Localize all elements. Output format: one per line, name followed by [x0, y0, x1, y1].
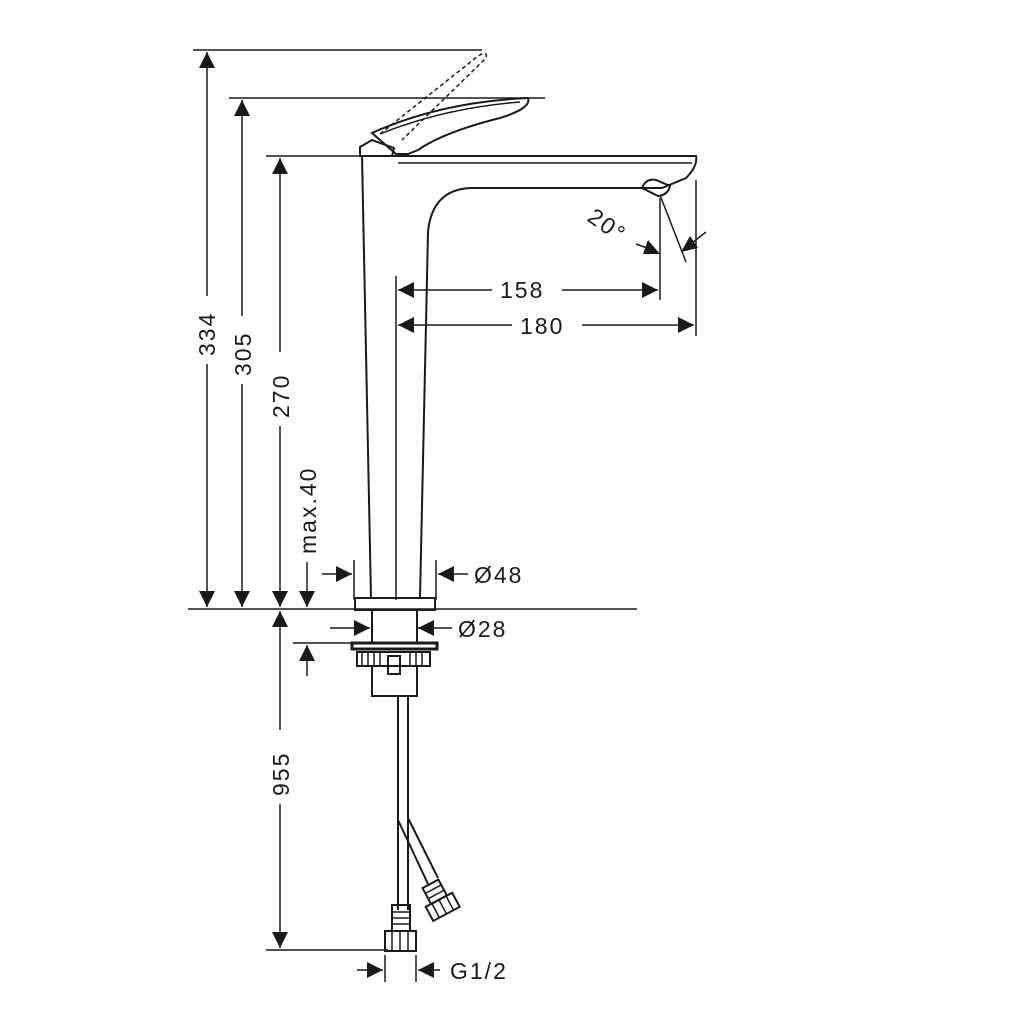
- dimension-334: [199, 52, 215, 607]
- faucet-body: [354, 155, 698, 611]
- dimension-305: [234, 100, 250, 607]
- dimension-angle: [635, 194, 707, 263]
- dim-334-label: 334: [194, 312, 220, 356]
- dimension-270: [272, 158, 288, 607]
- dimension-g12: [357, 962, 440, 978]
- supply-hoses: [384, 696, 462, 952]
- faucet-lever: [359, 52, 530, 157]
- dim-158-label: 158: [500, 277, 544, 303]
- dim-180-label: 180: [520, 313, 564, 339]
- extension-lines: [188, 49, 697, 982]
- dim-28-label: Ø28: [458, 616, 507, 642]
- dim-48-label: Ø48: [474, 562, 523, 588]
- dim-g12-label: G1/2: [450, 958, 508, 984]
- dimension-955: [272, 611, 288, 948]
- dim-max40-label: max.40: [295, 467, 321, 554]
- dimension-max40: [299, 562, 315, 676]
- mounting-parts: [350, 609, 439, 697]
- dimension-158: [398, 282, 658, 298]
- dimension-48: [322, 566, 468, 582]
- dim-angle-label: 20°: [583, 203, 631, 248]
- dimension-180: [398, 317, 694, 333]
- dim-305-label: 305: [230, 332, 256, 376]
- dimension-28: [330, 620, 452, 636]
- dim-955-label: 955: [268, 752, 294, 796]
- dim-270-label: 270: [268, 374, 294, 418]
